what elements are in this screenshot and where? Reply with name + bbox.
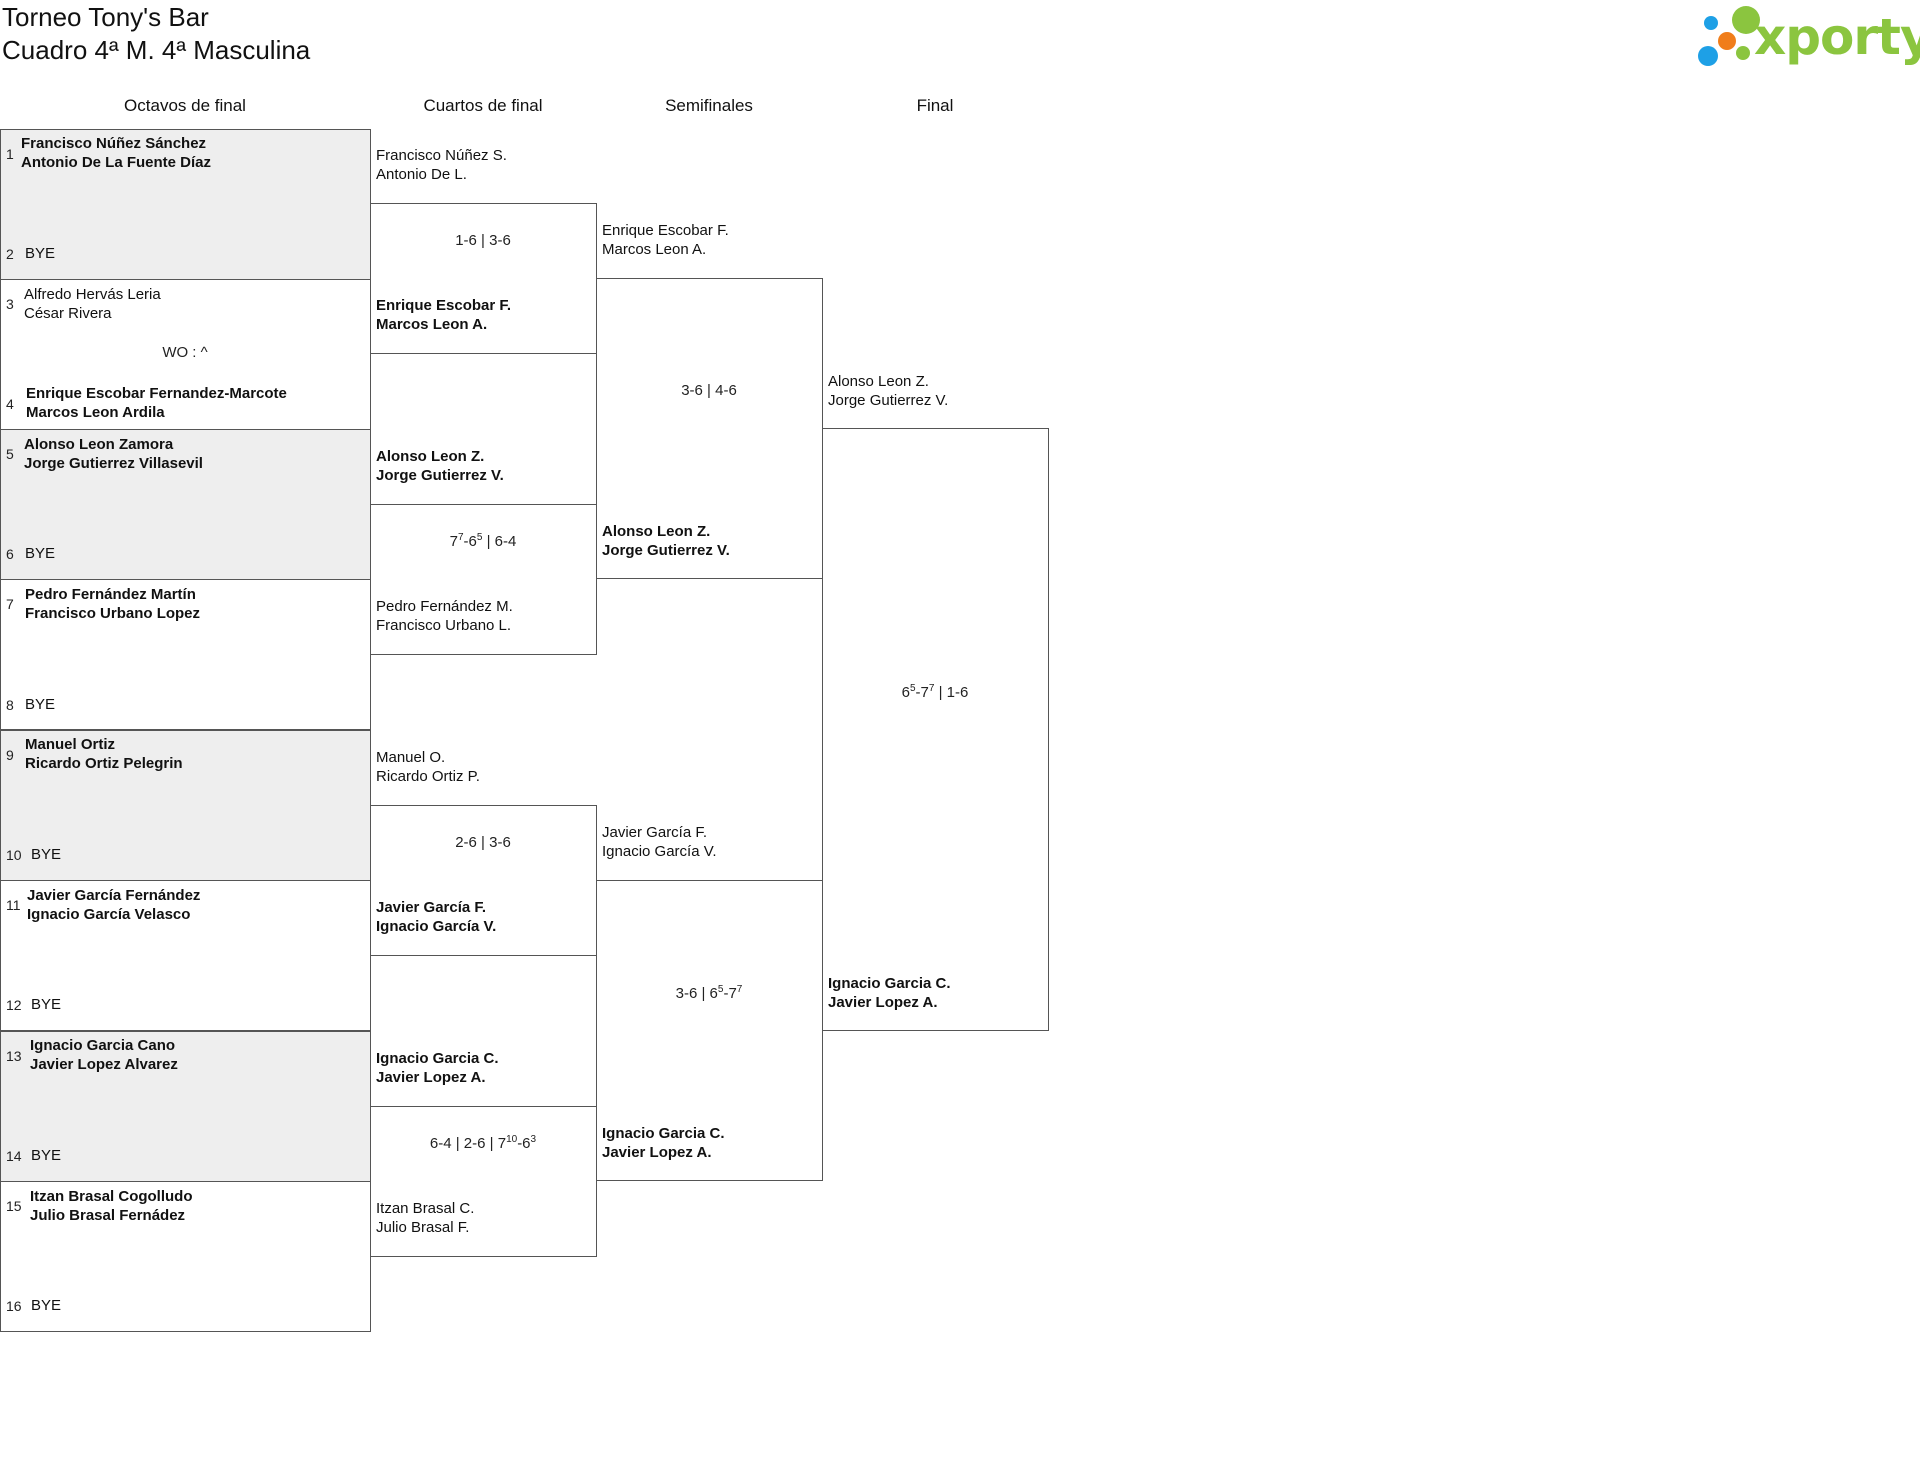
player-name: Itzan Brasal Cogolludo	[30, 1188, 193, 1205]
player-name: Manuel Ortiz	[25, 736, 116, 753]
player-name: Alonso Leon Z.	[376, 448, 485, 465]
player-name: Ignacio García V.	[376, 918, 497, 935]
player-name: Julio Brasal F.	[376, 1219, 470, 1236]
round-header-cuartos: Cuartos de final	[423, 96, 543, 115]
seed-number: 7	[6, 596, 14, 612]
player-name: Manuel O.	[376, 749, 446, 766]
match-score: 6-4 | 2-6 | 710-63	[429, 1134, 537, 1152]
player-name: Francisco Urbano L.	[376, 617, 512, 634]
player-name: Javier García F.	[376, 899, 487, 916]
player-name: Enrique Escobar F.	[602, 222, 729, 239]
seed-number: 1	[6, 146, 14, 162]
r16-match-5	[0, 730, 371, 881]
logo-dot-green-small	[1736, 46, 1750, 60]
player-name: Ignacio Garcia Cano	[30, 1037, 176, 1054]
player-name: Ignacio García Velasco	[27, 906, 191, 923]
round-header-final: Final	[916, 96, 954, 115]
bye-label: BYE	[25, 245, 56, 262]
round-header-octavos: Octavos de final	[124, 96, 246, 115]
seed-number: 15	[6, 1198, 22, 1214]
final-match	[822, 428, 1049, 1031]
r16-match-7	[0, 1031, 371, 1182]
player-name: Marcos Leon Ardila	[26, 404, 165, 421]
player-name: Javier Lopez A.	[828, 994, 938, 1011]
seed-number: 8	[6, 697, 14, 713]
player-name: Alfredo Hervás Leria	[24, 286, 161, 303]
logo-dot-blue	[1698, 46, 1718, 66]
match-score: WO : ^	[162, 344, 208, 361]
bye-label: BYE	[31, 1297, 62, 1314]
player-name: Pedro Fernández M.	[376, 598, 513, 615]
player-name: Alonso Leon Z.	[602, 523, 711, 540]
player-name: Antonio De L.	[376, 166, 467, 183]
bye-label: BYE	[25, 696, 56, 713]
seed-number: 10	[6, 847, 22, 863]
seed-number: 11	[6, 897, 21, 913]
player-name: Javier García Fernández	[27, 887, 201, 904]
player-name: Jorge Gutierrez V.	[602, 542, 730, 559]
round-header-semifinales: Semifinales	[665, 96, 753, 115]
seed-number: 16	[6, 1298, 22, 1314]
player-name: Francisco Núñez S.	[376, 147, 507, 164]
bye-label: BYE	[31, 846, 62, 863]
draw-title: Cuadro 4ª M. 4ª Masculina	[2, 35, 311, 65]
seed-number: 4	[6, 396, 14, 412]
qf-match-2	[370, 504, 597, 655]
player-name: Ignacio Garcia C.	[828, 975, 951, 992]
qf-match-4	[370, 1106, 597, 1257]
logo-dot-green	[1732, 6, 1760, 34]
seed-number: 2	[6, 246, 14, 262]
seed-number: 5	[6, 446, 14, 462]
player-name: Pedro Fernández Martín	[25, 586, 196, 603]
player-name: Javier Lopez Alvarez	[30, 1056, 178, 1073]
player-name: Marcos Leon A.	[376, 316, 488, 333]
player-name: Marcos Leon A.	[602, 241, 707, 258]
r16-match-1	[0, 129, 371, 280]
match-score: 2-6 | 3-6	[455, 834, 511, 851]
player-name: Julio Brasal Fernádez	[30, 1207, 186, 1224]
match-score: 1-6 | 3-6	[455, 232, 511, 249]
logo-dot-blue-small	[1704, 16, 1718, 30]
player-name: Francisco Núñez Sánchez	[21, 135, 207, 152]
player-name: Enrique Escobar F.	[376, 297, 512, 314]
tournament-title: Torneo Tony's Bar	[2, 2, 209, 32]
player-name: Ignacio Garcia C.	[602, 1125, 725, 1142]
match-score: 77-65 | 6-4	[449, 532, 517, 550]
logo-dot-orange	[1718, 32, 1736, 50]
player-name: Ignacio Garcia C.	[376, 1050, 499, 1067]
player-name: Antonio De La Fuente Díaz	[21, 154, 212, 171]
player-name: Ricardo Ortiz Pelegrin	[25, 755, 183, 772]
player-name: Jorge Gutierrez V.	[376, 467, 504, 484]
player-name: Ignacio García V.	[602, 843, 717, 860]
xporty-logo[interactable]: xporty	[1692, 2, 1920, 72]
player-name: César Rivera	[24, 305, 112, 322]
seed-number: 14	[6, 1148, 22, 1164]
bye-label: BYE	[25, 545, 56, 562]
player-name: Javier Lopez A.	[602, 1144, 712, 1161]
seed-number: 12	[6, 997, 22, 1013]
player-name: Alonso Leon Z.	[828, 373, 929, 390]
match-score: 3-6 | 65-77	[675, 984, 743, 1002]
seed-number: 13	[6, 1048, 22, 1064]
player-name: Javier García F.	[602, 824, 708, 841]
seed-number: 9	[6, 747, 14, 763]
player-name: Jorge Gutierrez V.	[828, 392, 949, 409]
player-name: Francisco Urbano Lopez	[25, 605, 201, 622]
player-name: Enrique Escobar Fernandez-Marcote	[26, 385, 287, 402]
logo-text: xporty	[1754, 8, 1920, 66]
player-name: Ricardo Ortiz P.	[376, 768, 480, 785]
seed-number: 6	[6, 546, 14, 562]
bye-label: BYE	[31, 1147, 62, 1164]
player-name: Alonso Leon Zamora	[24, 436, 174, 453]
player-name: Jorge Gutierrez Villasevil	[24, 455, 203, 472]
player-name: Javier Lopez A.	[376, 1069, 486, 1086]
bye-label: BYE	[31, 996, 62, 1013]
match-score: 3-6 | 4-6	[681, 382, 737, 399]
player-name: Itzan Brasal C.	[376, 1200, 475, 1217]
seed-number: 3	[6, 296, 14, 312]
match-score: 65-77 | 1-6	[901, 683, 969, 701]
